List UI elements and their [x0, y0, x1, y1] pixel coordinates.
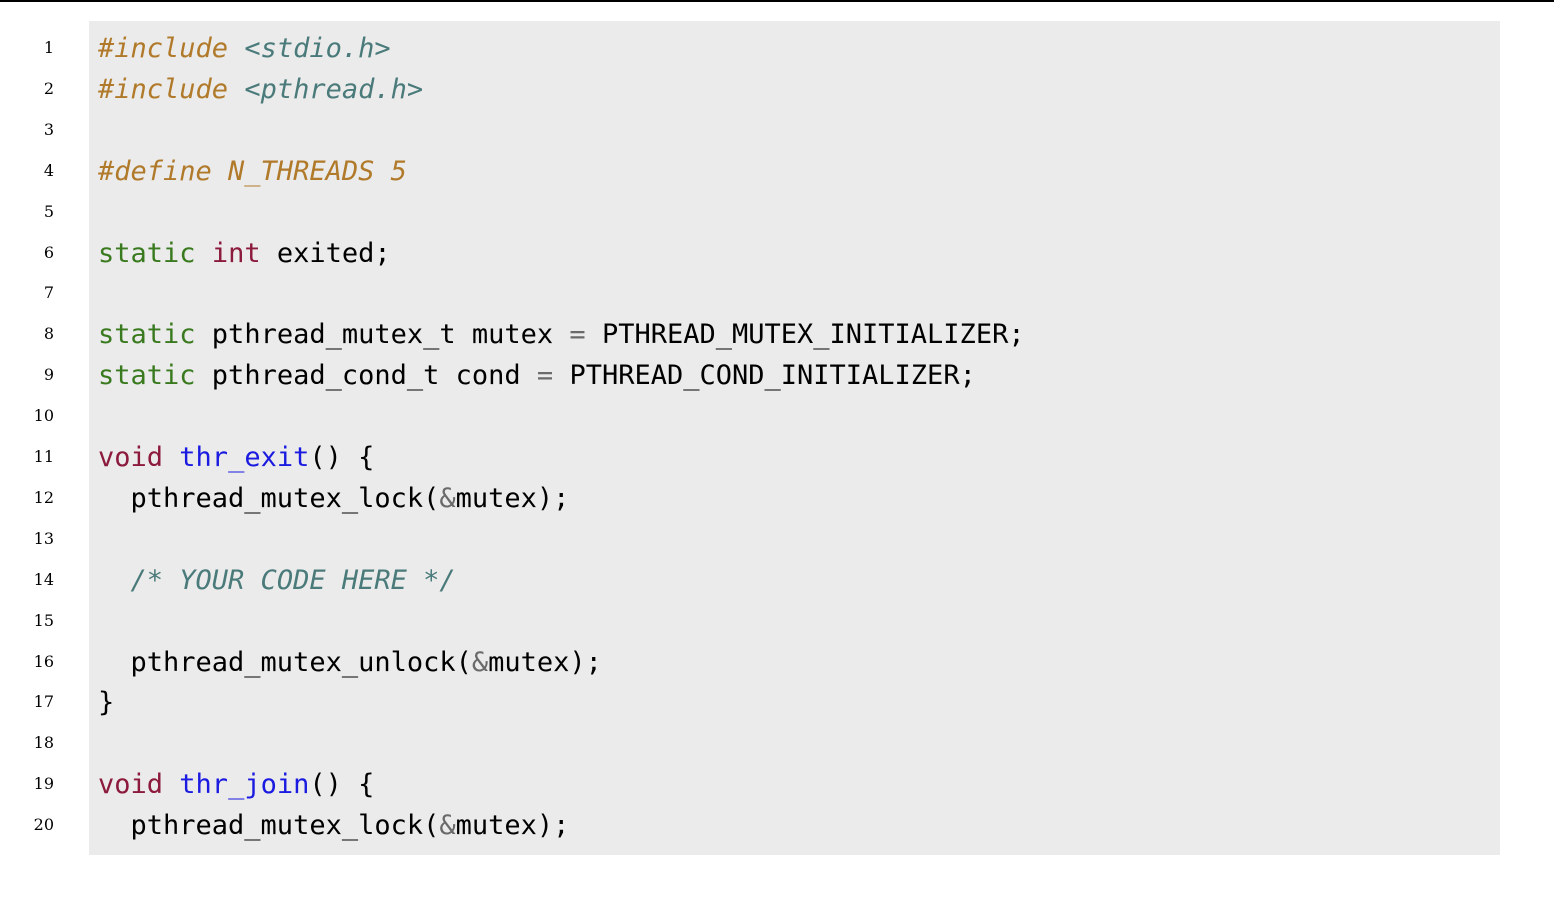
- code-token: #define N_THREADS 5: [98, 155, 407, 187]
- code-token: PTHREAD_MUTEX_INITIALIZER;: [585, 319, 1025, 351]
- code-token: mutex);: [455, 482, 570, 514]
- code-line: 14 /* YOUR CODE HERE */: [0, 560, 1554, 601]
- code-token: pthread_mutex_t mutex: [195, 319, 570, 351]
- code-token: /* YOUR CODE HERE */: [130, 564, 456, 596]
- line-number: 1: [43, 38, 54, 57]
- code-line: 12 pthread_mutex_lock(&mutex);: [0, 478, 1554, 519]
- code-text: pthread_mutex_lock(&mutex);: [98, 478, 570, 519]
- code-token: =: [569, 319, 586, 351]
- code-token: pthread_cond_t cond: [195, 360, 537, 392]
- code-text: pthread_mutex_unlock(&mutex);: [98, 642, 602, 683]
- code-line: 16 pthread_mutex_unlock(&mutex);: [0, 642, 1554, 683]
- code-token: PTHREAD_COND_INITIALIZER;: [553, 360, 976, 392]
- code-text: #include <stdio.h>: [98, 28, 391, 69]
- code-line: 4 #define N_THREADS 5: [0, 151, 1554, 192]
- code-line: 1 #include <stdio.h>: [0, 28, 1554, 69]
- code-token: &: [439, 810, 456, 842]
- top-rule: [0, 0, 1554, 2]
- code-token: [228, 33, 244, 64]
- code-token: mutex);: [455, 810, 570, 842]
- code-text: static pthread_mutex_t mutex = PTHREAD_M…: [98, 314, 1025, 355]
- code-token: }: [98, 687, 115, 719]
- code-token: &: [439, 482, 456, 514]
- code-line: 3: [0, 110, 1554, 151]
- line-number: 3: [43, 119, 54, 139]
- code-line: 19 void thr_join() {: [0, 764, 1554, 805]
- code-token: static: [98, 360, 196, 392]
- line-number: 20: [33, 815, 54, 835]
- code-token: static: [98, 319, 196, 351]
- line-number: 14: [33, 569, 54, 589]
- code-text: }: [98, 682, 114, 723]
- line-number: 13: [33, 528, 54, 548]
- line-number: 2: [43, 78, 54, 98]
- code-block-background: [89, 21, 1500, 855]
- code-text: pthread_mutex_lock(&mutex);: [98, 805, 570, 846]
- code-token: <pthread.h>: [244, 73, 424, 105]
- line-number: 12: [33, 487, 54, 507]
- code-line: 13: [0, 519, 1554, 560]
- code-text: #include <pthread.h>: [98, 69, 423, 110]
- code-text: void thr_join() {: [98, 764, 374, 805]
- code-line: 11 void thr_exit() {: [0, 437, 1554, 478]
- code-token: mutex);: [488, 646, 602, 678]
- code-line: 2 #include <pthread.h>: [0, 69, 1554, 110]
- code-token: #include: [98, 33, 229, 64]
- code-line: 15: [0, 601, 1554, 642]
- code-token: static: [98, 237, 196, 269]
- code-line: 6 static int exited;: [0, 233, 1554, 274]
- line-number: 16: [33, 651, 54, 671]
- code-line: 7: [0, 273, 1554, 314]
- line-number: 7: [43, 283, 54, 303]
- code-line: 5: [0, 192, 1554, 233]
- code-token: #include: [98, 73, 229, 105]
- code-token: exited;: [260, 237, 391, 269]
- line-number: 11: [33, 447, 54, 466]
- code-token: thr_exit: [179, 442, 310, 473]
- code-token: <stdio.h>: [244, 33, 391, 64]
- line-number: 8: [43, 324, 54, 344]
- code-line: 9 static pthread_cond_t cond = PTHREAD_CO…: [0, 355, 1554, 396]
- line-number: 17: [33, 692, 54, 712]
- code-line: 17}: [0, 682, 1554, 723]
- code-text: static pthread_cond_t cond = PTHREAD_CON…: [98, 355, 976, 396]
- line-number: 5: [43, 201, 54, 221]
- line-number: 6: [43, 242, 54, 262]
- line-number: 15: [33, 610, 54, 630]
- line-number: 18: [33, 733, 54, 753]
- code-token: pthread_mutex_lock(: [98, 482, 440, 514]
- code-token: void: [98, 769, 164, 801]
- code-token: &: [471, 646, 489, 678]
- code-text: /* YOUR CODE HERE */: [98, 560, 456, 601]
- code-text: static int exited;: [98, 233, 391, 274]
- code-token: [98, 565, 131, 596]
- code-token: [163, 442, 179, 473]
- code-token: int: [211, 237, 261, 269]
- line-number: 4: [43, 160, 54, 180]
- code-text: void thr_exit() {: [98, 437, 374, 478]
- code-line: 18: [0, 723, 1554, 764]
- code-token: () {: [309, 442, 375, 473]
- code-line: 10: [0, 396, 1554, 437]
- line-number: 10: [33, 406, 54, 426]
- code-token: [228, 74, 244, 105]
- code-token: pthread_mutex_unlock(: [98, 646, 472, 678]
- code-token: pthread_mutex_lock(: [98, 810, 440, 842]
- code-text: #define N_THREADS 5: [98, 151, 407, 192]
- code-token: [163, 769, 179, 800]
- line-number: 19: [33, 774, 54, 794]
- code-line: 20 pthread_mutex_lock(&mutex);: [0, 805, 1554, 846]
- code-token: () {: [309, 769, 375, 801]
- code-token: [196, 238, 212, 269]
- code-token: thr_join: [179, 769, 310, 801]
- line-number: 9: [43, 365, 54, 385]
- code-token: =: [536, 360, 554, 392]
- code-token: void: [98, 442, 164, 473]
- code-line: 8 static pthread_mutex_t mutex = PTHREAD_…: [0, 314, 1554, 355]
